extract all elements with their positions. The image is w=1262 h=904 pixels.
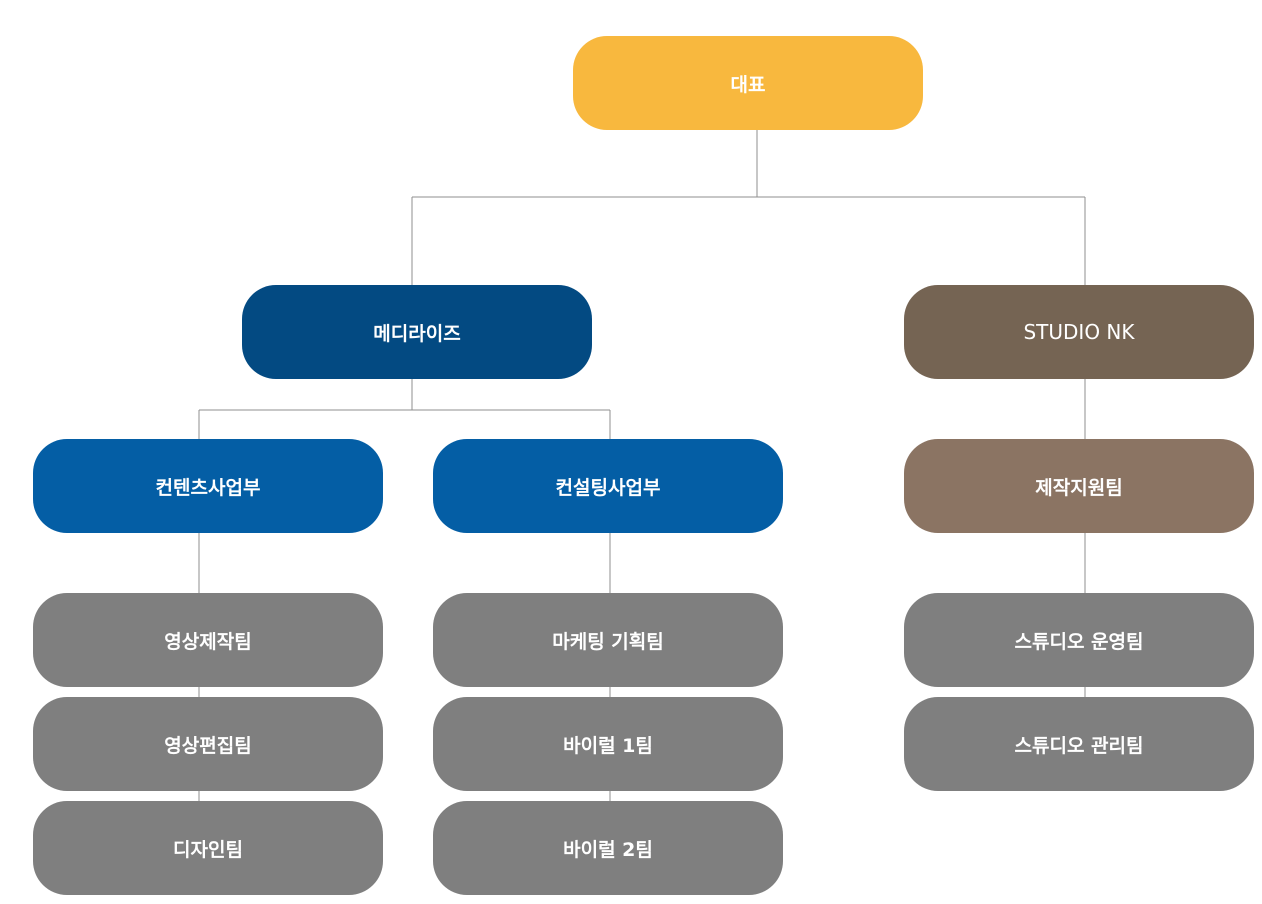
team-node-marketing-planning: 마케팅 기획팀 xyxy=(433,593,783,687)
ceo-label: 대표 xyxy=(730,73,766,96)
team-node-studio-operations: 스튜디오 운영팀 xyxy=(904,593,1254,687)
division-label-studio-nk: STUDIO NK xyxy=(1023,320,1135,344)
team-label-studio-management: 스튜디오 관리팀 xyxy=(1014,734,1144,757)
team-label-video-editing: 영상편집팀 xyxy=(164,734,252,757)
team-label-marketing-planning: 마케팅 기획팀 xyxy=(552,630,664,653)
team-node-video-production: 영상제작팀 xyxy=(33,593,383,687)
division-node-mediarise: 메디라이즈 xyxy=(242,285,592,379)
team-label-viral-2: 바이럴 2팀 xyxy=(563,838,653,861)
department-label-consulting: 컨설팅사업부 xyxy=(555,476,661,499)
ceo-node: 대표 xyxy=(573,36,923,130)
department-node-production-support: 제작지원팀 xyxy=(904,439,1254,533)
team-label-viral-1: 바이럴 1팀 xyxy=(563,734,653,757)
division-label-mediarise: 메디라이즈 xyxy=(373,322,461,345)
department-label-production-support: 제작지원팀 xyxy=(1035,476,1123,499)
department-node-consulting: 컨설팅사업부 xyxy=(433,439,783,533)
team-node-viral-2: 바이럴 2팀 xyxy=(433,801,783,895)
team-node-studio-management: 스튜디오 관리팀 xyxy=(904,697,1254,791)
team-node-viral-1: 바이럴 1팀 xyxy=(433,697,783,791)
division-node-studio-nk: STUDIO NK xyxy=(904,285,1254,379)
team-node-video-editing: 영상편집팀 xyxy=(33,697,383,791)
team-label-studio-operations: 스튜디오 운영팀 xyxy=(1014,630,1144,653)
team-label-video-production: 영상제작팀 xyxy=(164,630,252,653)
team-label-design: 디자인팀 xyxy=(173,838,243,861)
team-node-design: 디자인팀 xyxy=(33,801,383,895)
department-label-content: 컨텐츠사업부 xyxy=(155,476,261,499)
department-node-content: 컨텐츠사업부 xyxy=(33,439,383,533)
